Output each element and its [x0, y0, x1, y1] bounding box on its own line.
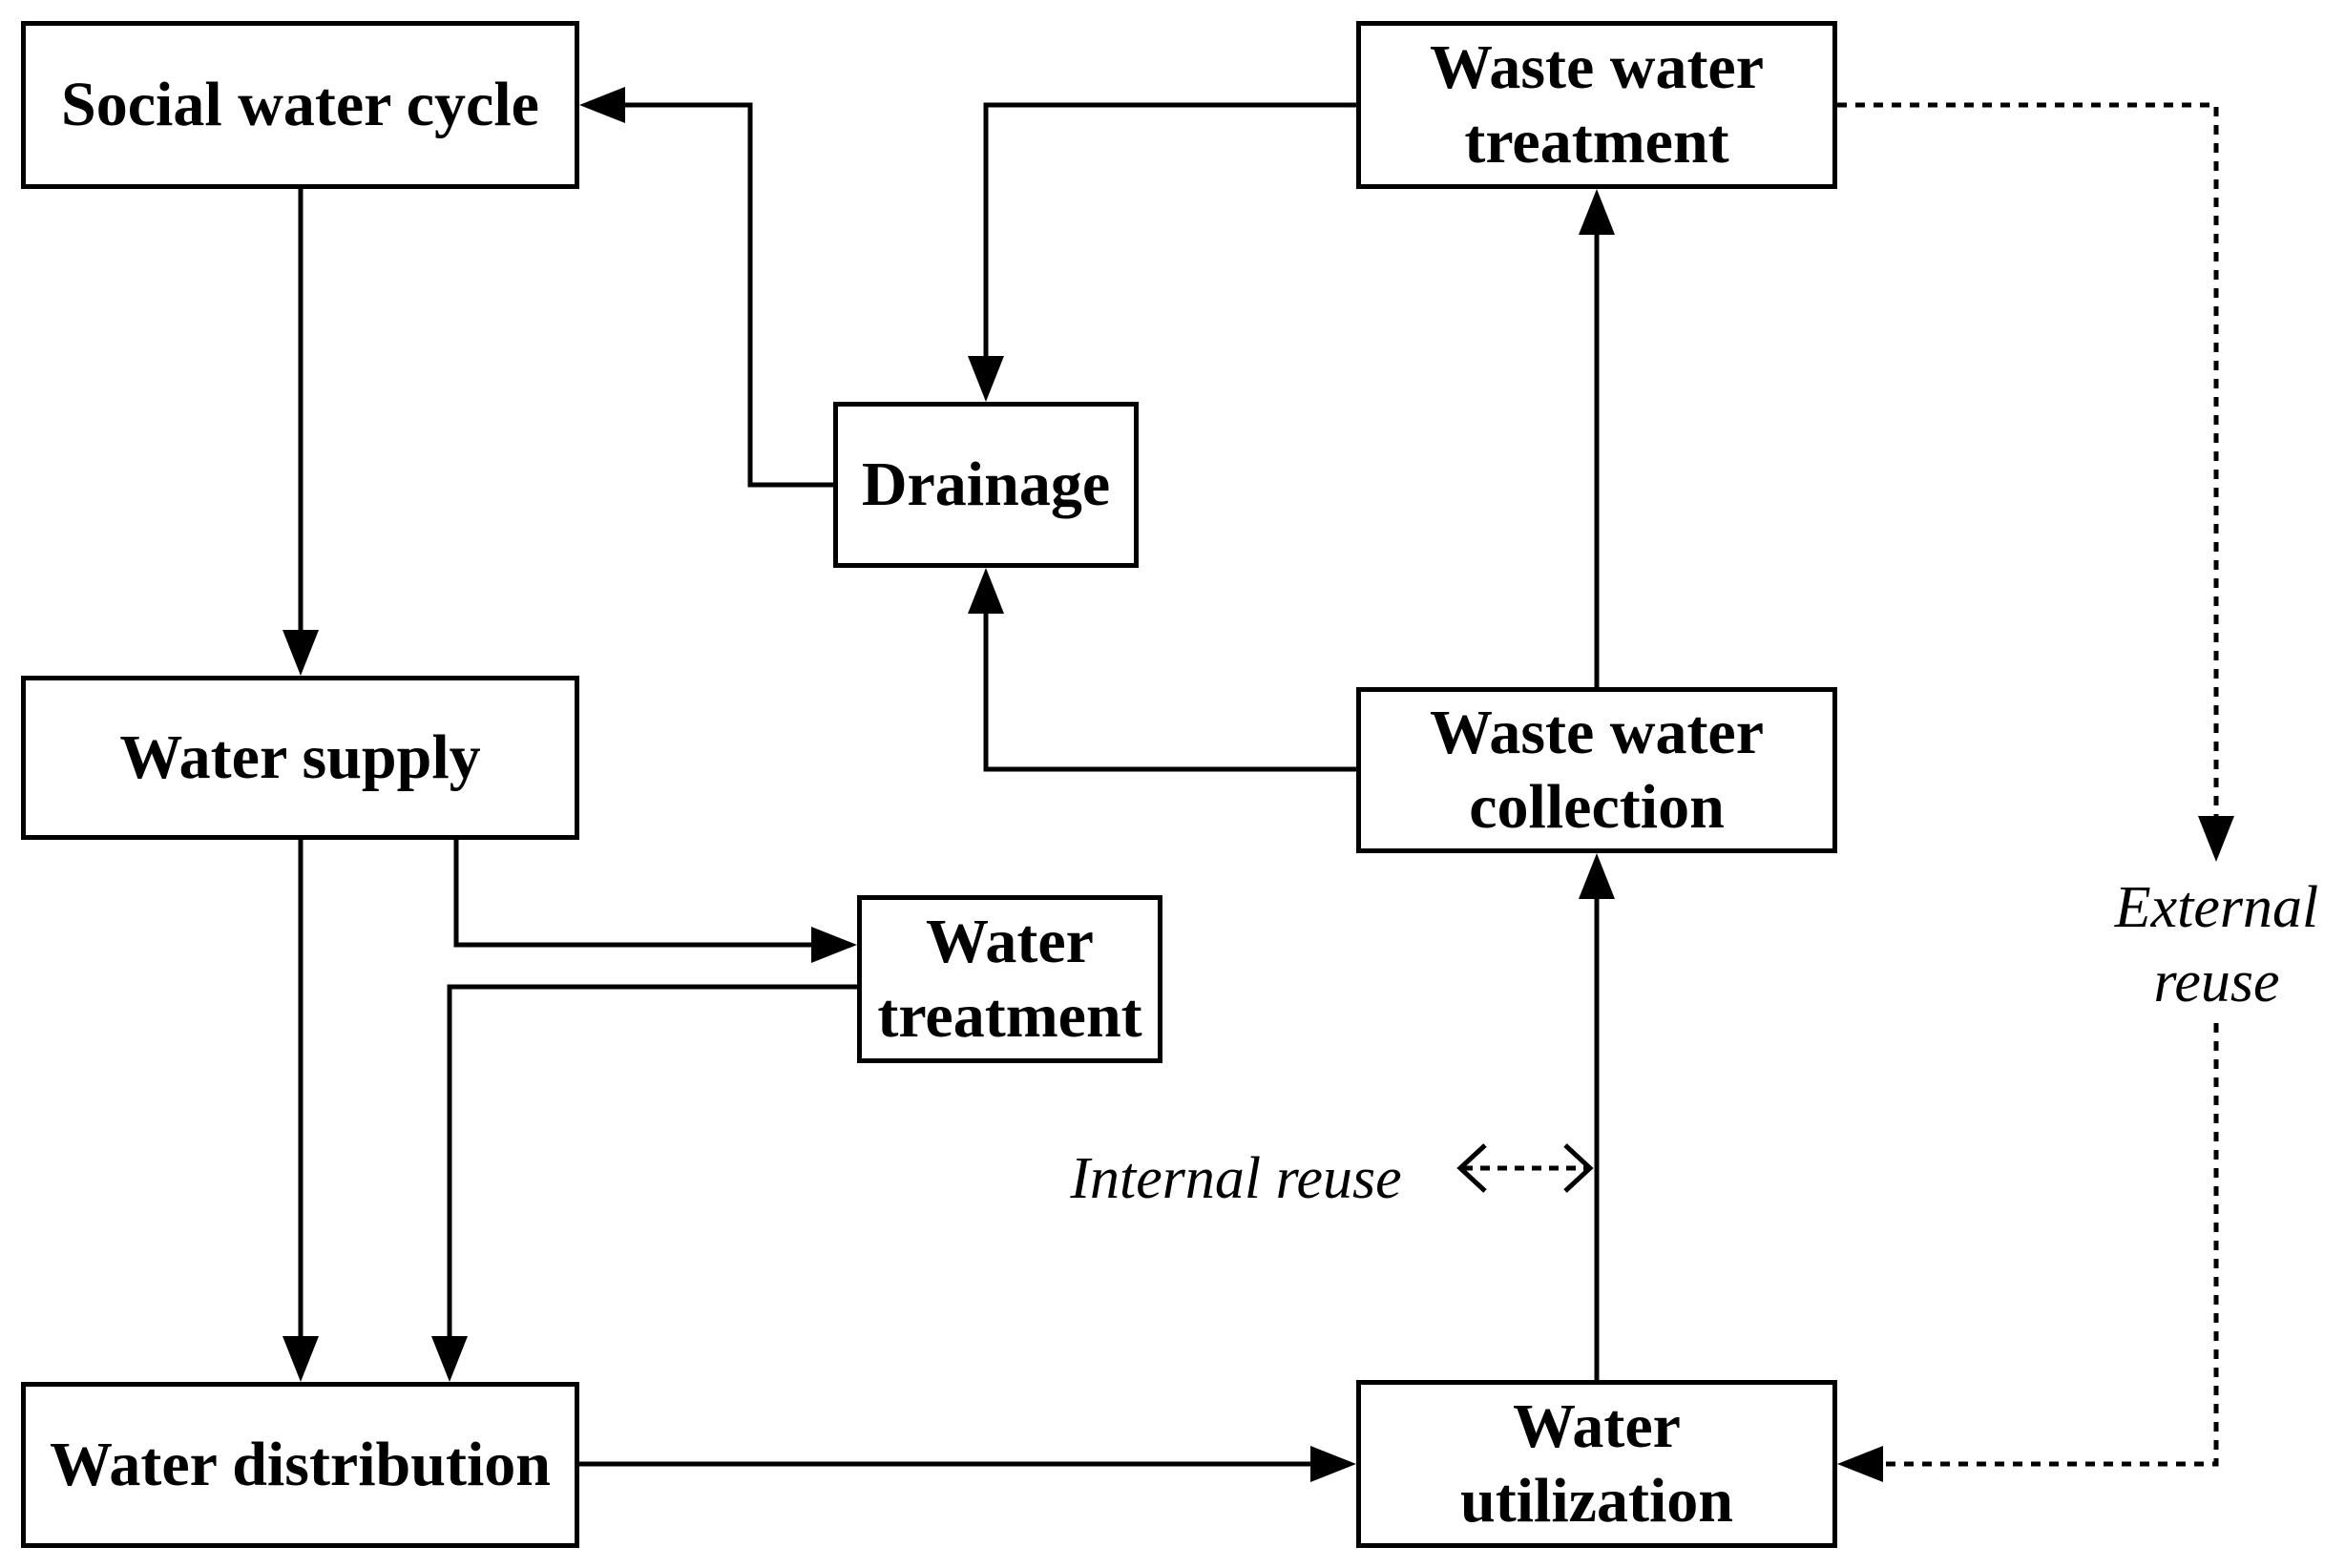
arrowhead	[283, 1336, 319, 1382]
node-label-line: Waste water	[1429, 32, 1765, 102]
node-social-water-cycle: Social water cycle	[21, 21, 579, 189]
arrowhead	[579, 87, 625, 123]
edge-external-reuse-bottom	[1883, 1023, 2219, 1467]
node-water-treatment: Water treatment	[857, 895, 1162, 1063]
node-label-line: Water supply	[119, 722, 481, 792]
node-label-line: treatment	[877, 981, 1142, 1051]
edge-drainage-to-cycle	[625, 102, 833, 488]
node-water-utilization: Water utilization	[1356, 1380, 1837, 1548]
arrowhead	[283, 630, 319, 676]
node-label-line: Water	[1513, 1391, 1681, 1461]
arrowhead	[1579, 189, 1615, 235]
node-drainage: Drainage	[833, 402, 1139, 568]
node-label-line: Waste water	[1429, 698, 1765, 767]
edge-wwtreatment-to-drainage	[983, 102, 1356, 356]
label-line: Internal reuse	[1070, 1146, 1402, 1211]
arrowhead	[968, 356, 1004, 402]
arrowhead	[1310, 1446, 1356, 1482]
edge-treatment-to-distribution	[447, 984, 857, 1336]
arrowhead-open-right	[1563, 1143, 1594, 1193]
arrowhead	[1837, 1446, 1883, 1482]
arrowhead	[431, 1336, 468, 1382]
node-label-line: Social water cycle	[61, 70, 539, 139]
node-waste-water-treatment: Waste water treatment	[1356, 21, 1837, 189]
edge-external-reuse-top	[1837, 102, 2219, 816]
node-label-line: treatment	[1464, 107, 1729, 177]
node-label-line: collection	[1469, 772, 1725, 842]
edge-collection-to-drainage	[983, 614, 1356, 772]
arrowhead	[811, 927, 857, 963]
node-label-line: Water	[926, 907, 1094, 976]
label-line: External	[2114, 875, 2319, 940]
arrowhead-open-left	[1456, 1143, 1487, 1193]
arrowhead	[968, 568, 1004, 614]
node-water-supply: Water supply	[21, 676, 579, 840]
label-external-reuse: External reuse	[2104, 870, 2329, 1019]
node-label-line: utilization	[1459, 1466, 1733, 1536]
node-label-line: Water distribution	[49, 1430, 551, 1499]
arrowhead	[1579, 853, 1615, 899]
edge-supply-to-treatment	[453, 840, 811, 948]
node-water-distribution: Water distribution	[21, 1382, 579, 1548]
node-waste-water-collection: Waste water collection	[1356, 687, 1837, 853]
arrowhead	[2198, 816, 2234, 862]
label-line: reuse	[2153, 950, 2280, 1014]
node-label-line: Drainage	[861, 449, 1111, 519]
label-internal-reuse: Internal reuse	[1055, 1141, 1417, 1216]
